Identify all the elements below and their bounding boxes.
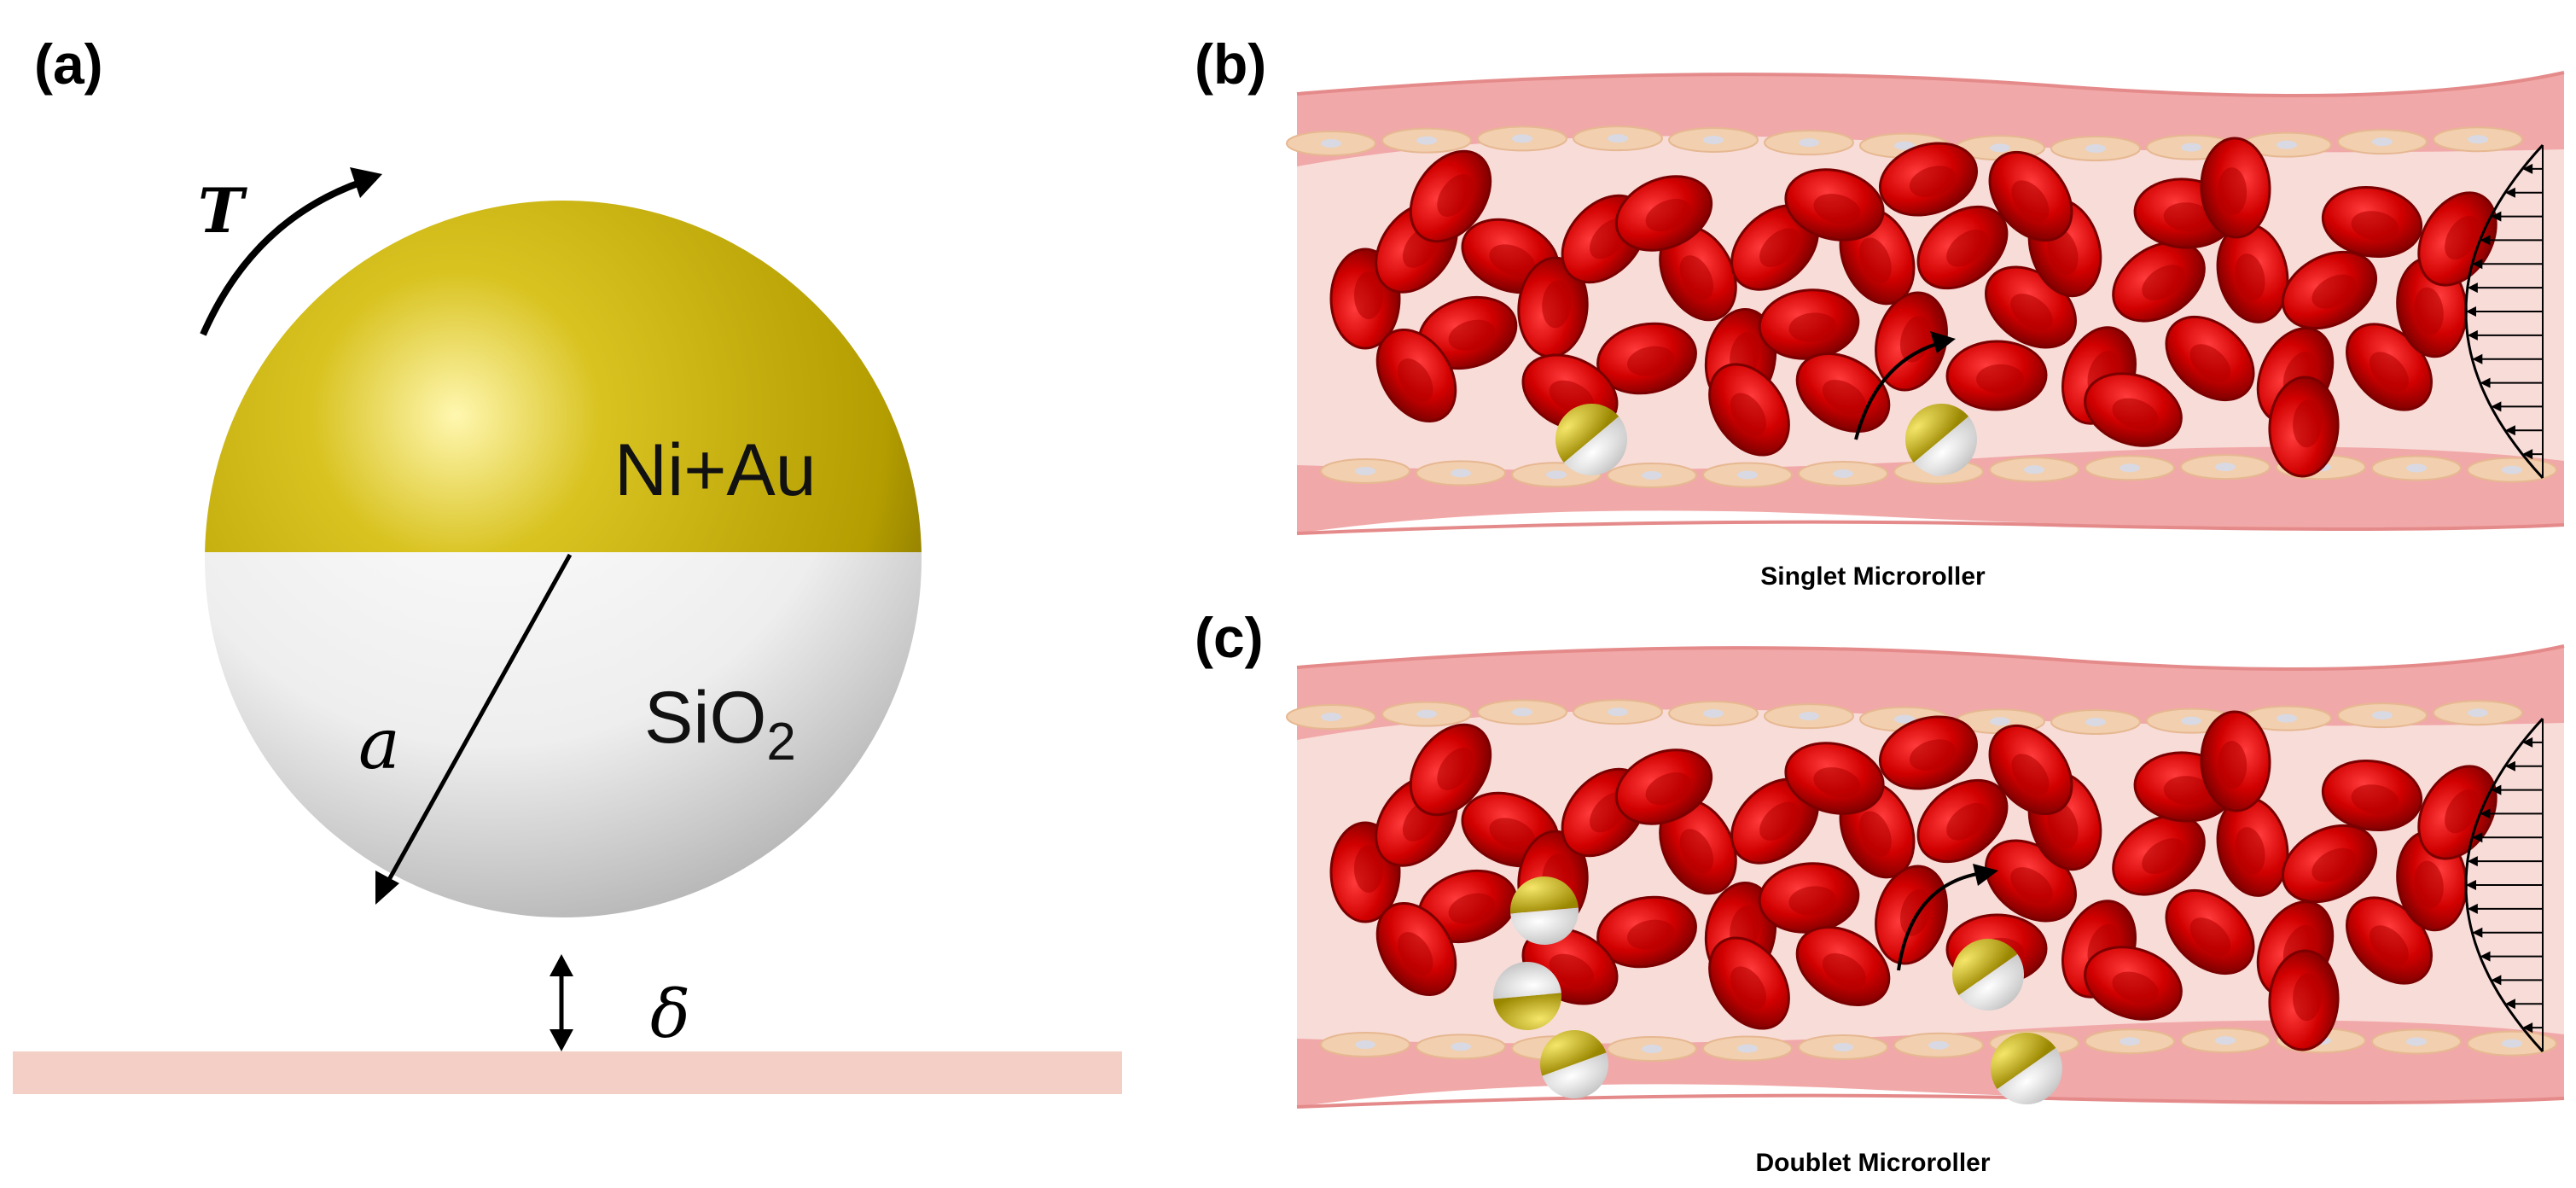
panel-a: (a) T Ni+Au SiO2 a δ xyxy=(13,32,1122,1094)
gap-symbol: δ xyxy=(650,976,690,1053)
cell-nucleus xyxy=(1608,134,1628,143)
cell-nucleus xyxy=(2406,463,2427,472)
cell-nucleus xyxy=(2468,135,2488,143)
cell-nucleus xyxy=(1355,1040,1375,1049)
radius-symbol: a xyxy=(358,704,400,785)
cell-nucleus xyxy=(2181,717,2201,725)
cell-nucleus xyxy=(1799,712,1819,720)
gap-arrow-head-top xyxy=(550,954,573,976)
panel-b-caption: Singlet Microroller xyxy=(1760,562,1986,591)
blood-vessel xyxy=(1287,646,2564,1118)
cell-nucleus xyxy=(1642,471,1662,480)
cell-nucleus xyxy=(2372,137,2393,146)
cell-nucleus xyxy=(2277,141,2297,149)
cell-nucleus xyxy=(2181,143,2201,152)
cell-nucleus xyxy=(1799,138,1819,147)
cell-nucleus xyxy=(1833,1043,1853,1051)
panel-a-label: (a) xyxy=(34,32,103,96)
cell-nucleus xyxy=(1833,469,1853,478)
cell-nucleus xyxy=(2085,144,2106,153)
cell-nucleus xyxy=(2502,466,2522,475)
cell-nucleus xyxy=(2085,718,2106,726)
wall-surface xyxy=(13,1051,1122,1094)
cell-nucleus xyxy=(1546,470,1567,479)
cap-material-label: Ni+Au xyxy=(614,429,817,511)
cell-nucleus xyxy=(1321,139,1341,148)
cell-nucleus xyxy=(1990,143,2010,152)
cell-nucleus xyxy=(2277,714,2297,723)
cell-nucleus xyxy=(2406,1037,2427,1045)
cell-nucleus xyxy=(1512,134,1532,143)
body-subscript: 2 xyxy=(766,713,795,772)
cell-nucleus xyxy=(1737,1045,1758,1053)
cell-nucleus xyxy=(1451,469,1471,477)
cell-nucleus xyxy=(2024,465,2044,474)
blood-vessel xyxy=(1287,73,2564,533)
cell-nucleus xyxy=(2215,1036,2236,1045)
cell-nucleus xyxy=(1608,708,1628,716)
cell-nucleus xyxy=(1512,708,1532,716)
cell-nucleus xyxy=(2468,708,2488,717)
panel-b: (b) Singlet Microroller xyxy=(1195,32,2564,591)
panel-b-label: (b) xyxy=(1195,32,1266,96)
red-blood-cell xyxy=(1946,341,2046,411)
cell-nucleus xyxy=(1928,1041,1949,1050)
gap-arrow-head-bottom xyxy=(550,1029,573,1051)
cell-nucleus xyxy=(1416,137,1437,145)
panel-c-label: (c) xyxy=(1195,606,1264,669)
cell-nucleus xyxy=(1416,710,1437,719)
cell-nucleus xyxy=(2120,463,2140,472)
cell-nucleus xyxy=(1737,471,1758,480)
panel-c-caption: Doublet Microroller xyxy=(1755,1149,1990,1177)
panel-c: (c) Doublet Microroller xyxy=(1195,606,2564,1177)
cell-nucleus xyxy=(1703,709,1724,718)
cell-nucleus xyxy=(2120,1037,2140,1045)
torque-symbol: T xyxy=(198,174,247,247)
cell-nucleus xyxy=(1321,713,1341,721)
cell-nucleus xyxy=(1990,717,2010,725)
cell-nucleus xyxy=(2215,463,2236,471)
cell-nucleus xyxy=(1355,467,1375,475)
cell-nucleus xyxy=(2372,711,2393,719)
cell-nucleus xyxy=(1703,136,1724,144)
cell-nucleus xyxy=(1642,1045,1662,1053)
cell-nucleus xyxy=(1451,1042,1471,1051)
cell-nucleus xyxy=(2502,1040,2522,1048)
